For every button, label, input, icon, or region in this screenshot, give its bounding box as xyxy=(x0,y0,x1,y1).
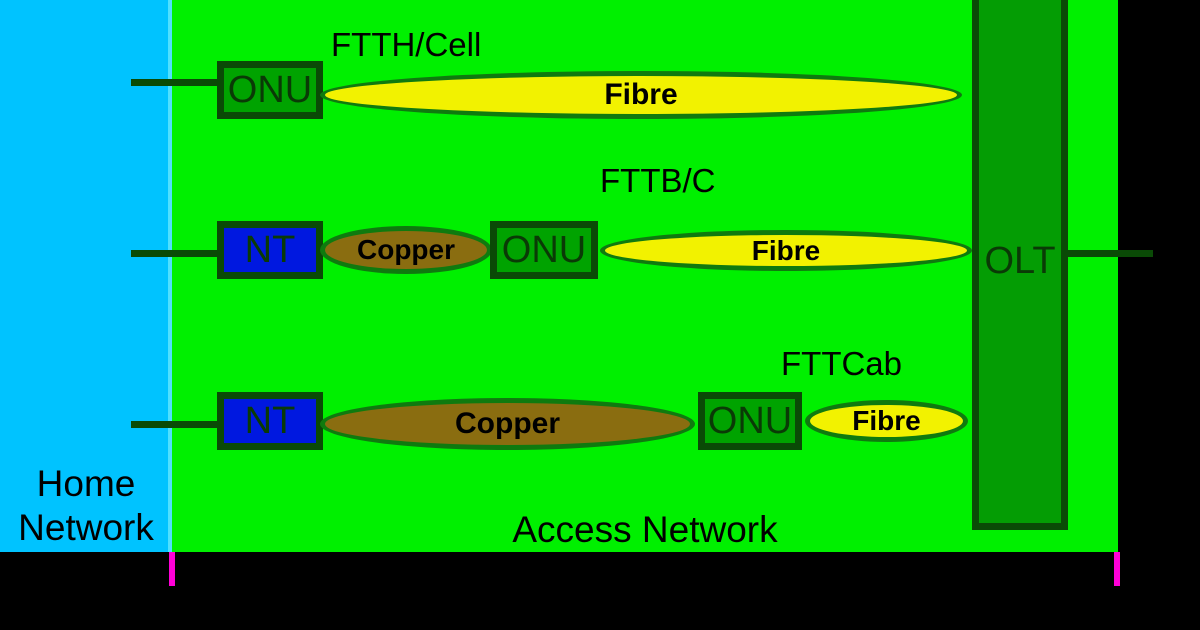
device-nt-row2-label: NT xyxy=(244,228,296,271)
device-onu-row2[interactable]: ONU xyxy=(490,221,598,279)
media-fibre-row3-label: Fibre xyxy=(852,405,921,436)
tech-label-fttbc: FTTB/C xyxy=(600,162,716,199)
device-nt-row2[interactable]: NT xyxy=(217,221,323,279)
media-copper-row3[interactable]: Copper xyxy=(320,398,695,450)
media-fibre-row2-label: Fibre xyxy=(751,234,821,266)
media-copper-row2-label: Copper xyxy=(357,234,455,265)
wire-home-to-nt-row3 xyxy=(131,421,221,428)
tech-label-fttcab: FTTCab xyxy=(781,345,903,382)
device-onu-row1-label: ONU xyxy=(227,68,313,111)
access-core-boundary-tick xyxy=(1114,552,1120,586)
media-fibre-row1-label: Fibre xyxy=(604,78,678,111)
device-onu-row3-label: ONU xyxy=(707,399,793,442)
home-network-panel xyxy=(0,0,172,552)
device-onu-row1[interactable]: ONU xyxy=(217,61,323,119)
wire-home-to-nt-row2 xyxy=(131,250,221,257)
device-nt-row3[interactable]: NT xyxy=(217,392,323,450)
wire-olt-to-core xyxy=(1061,250,1153,257)
device-olt[interactable]: OLT xyxy=(972,0,1068,530)
media-fibre-row1[interactable]: Fibre xyxy=(320,71,962,119)
media-copper-row3-label: Copper xyxy=(455,407,560,440)
device-olt-label: OLT xyxy=(984,239,1056,282)
media-copper-row2[interactable]: Copper xyxy=(320,226,492,274)
device-onu-row3[interactable]: ONU xyxy=(698,392,802,450)
access-network-label: Access Network xyxy=(512,509,778,550)
wire-home-to-onu-row1 xyxy=(131,79,221,86)
media-fibre-row2[interactable]: Fibre xyxy=(600,230,972,271)
home-network-label: Home Network xyxy=(18,463,154,548)
home-access-boundary-tick xyxy=(169,552,175,586)
device-nt-row3-label: NT xyxy=(244,399,296,442)
device-onu-row2-label: ONU xyxy=(501,228,587,271)
media-fibre-row3[interactable]: Fibre xyxy=(805,400,968,442)
tech-label-ftth: FTTH/Cell xyxy=(331,26,482,63)
